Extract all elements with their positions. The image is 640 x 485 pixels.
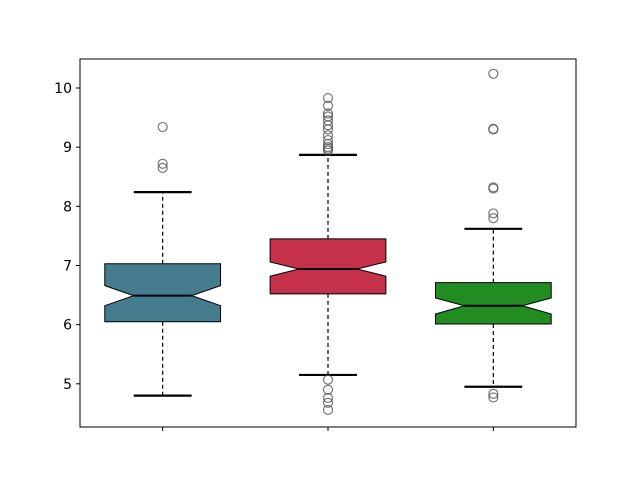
y-tick-label: 9 (63, 140, 72, 156)
box-group-1 (104, 121, 222, 397)
y-tick-label: 8 (63, 199, 72, 215)
outlier-point (322, 124, 334, 135)
box-body (434, 282, 552, 325)
y-tick-label: 6 (63, 318, 72, 334)
outlier-point (322, 397, 334, 408)
outlier-point (488, 208, 499, 219)
outlier-point (157, 121, 168, 133)
box-body (104, 263, 222, 323)
outlier-point (322, 108, 334, 119)
outlier-point (322, 404, 334, 415)
outlier-point (322, 384, 334, 395)
box-body (269, 238, 387, 295)
outlier-point (488, 124, 499, 135)
outlier-point (322, 139, 334, 150)
outlier-point (488, 213, 499, 224)
outlier-point (322, 92, 334, 104)
outlier-point (322, 392, 334, 404)
outlier-point (488, 388, 499, 399)
outlier-point (322, 100, 334, 111)
outlier-point (488, 68, 499, 79)
y-tick-label: 5 (63, 377, 72, 393)
outlier-point (488, 183, 499, 194)
outlier-point (322, 120, 334, 131)
y-tick-label: 10 (54, 81, 72, 97)
outlier-point (157, 162, 168, 173)
outlier-point (322, 374, 334, 385)
box-group-3 (434, 68, 552, 403)
outlier-point (488, 392, 499, 403)
outlier-point (157, 158, 168, 169)
box-group-2 (269, 92, 387, 415)
y-tick-label: 7 (63, 258, 72, 274)
outlier-point (322, 145, 334, 156)
